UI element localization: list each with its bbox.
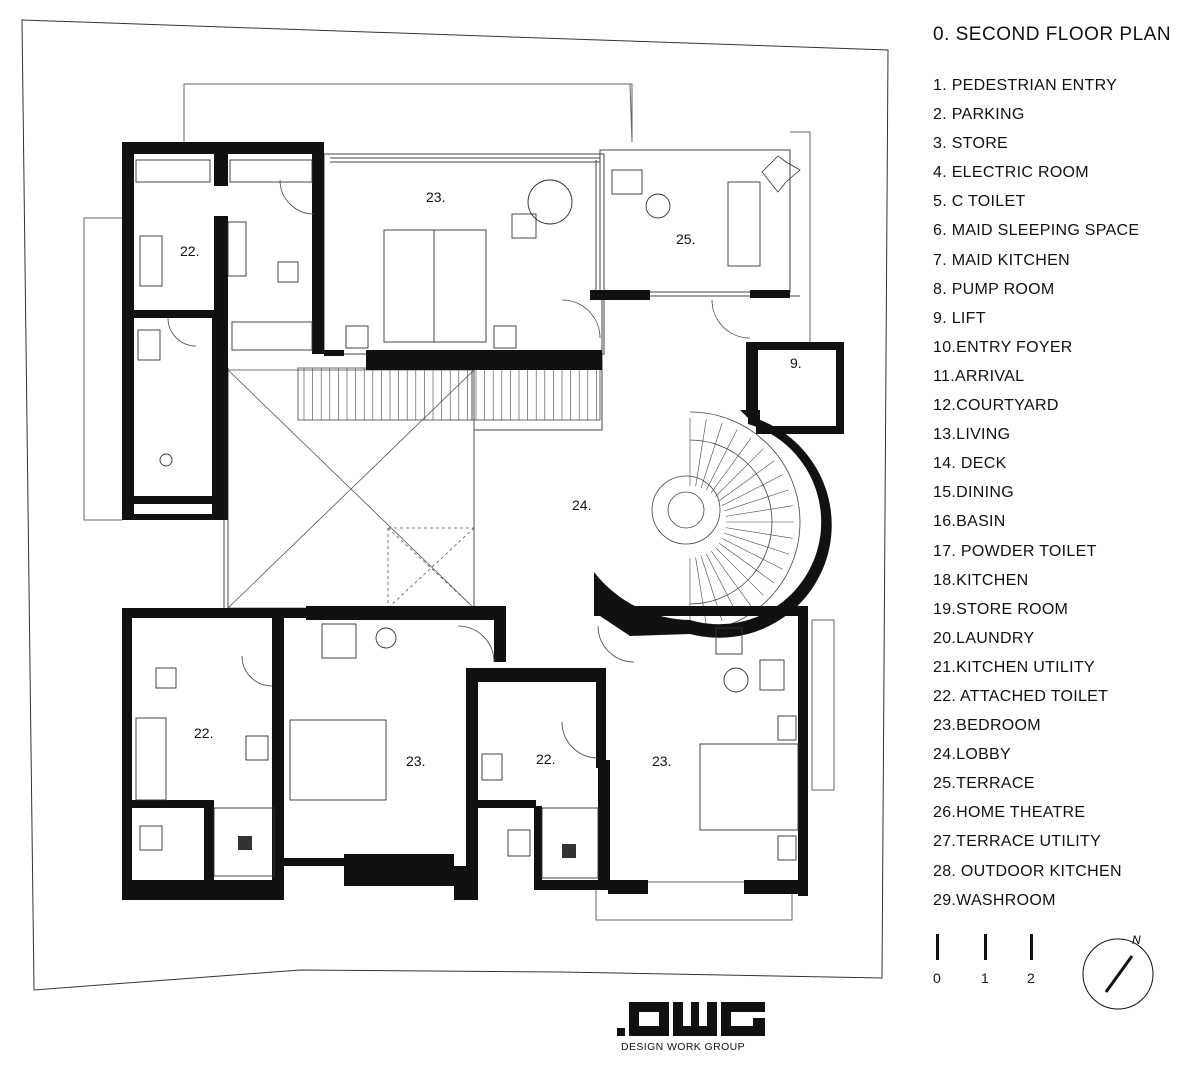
legend-item: 11.ARRIVAL — [933, 367, 1025, 385]
legend-item: 18.KITCHEN — [933, 571, 1029, 589]
legend-item: 15.DINING — [933, 484, 1014, 502]
room-label-toilet-sw: 22. — [194, 725, 213, 741]
room-label-lift: 9. — [790, 355, 802, 371]
stair-treads — [303, 368, 597, 420]
scale-label: 1 — [981, 970, 989, 986]
room-label-toilet-nw: 22. — [180, 243, 199, 259]
room-label-terrace: 25. — [676, 231, 695, 247]
spiral-stair — [651, 411, 801, 633]
legend-item: 4. ELECTRIC ROOM — [933, 164, 1089, 182]
legend-item: 3. STORE — [933, 135, 1009, 153]
legend-item: 26.HOME THEATRE — [933, 804, 1086, 822]
projection-lines — [83, 83, 835, 921]
legend-list: 1. PEDESTRIAN ENTRY 2. PARKING 3. STORE 4. … — [933, 76, 1193, 920]
scale-tick — [1030, 934, 1033, 960]
spiral-stair-wall — [594, 416, 832, 638]
legend-item: 8. PUMP ROOM — [933, 280, 1055, 298]
drains — [238, 836, 576, 858]
legend-item: 2. PARKING — [933, 106, 1025, 124]
legend-item: 6. MAID SLEEPING SPACE — [933, 222, 1140, 240]
site-boundary — [21, 19, 889, 991]
legend-item: 1. PEDESTRIAN ENTRY — [933, 77, 1118, 94]
legend-item: 19.STORE ROOM — [933, 600, 1069, 618]
legend-item: 14. DECK — [933, 455, 1007, 473]
plan-title: 0. SECOND FLOOR PLAN — [933, 24, 1172, 45]
room-label-bedroom-se: 23. — [652, 753, 671, 769]
legend-item: 16.BASIN — [933, 513, 1006, 531]
furniture — [135, 159, 799, 879]
rug-icon — [761, 155, 801, 193]
scale-label: 2 — [1027, 970, 1035, 986]
room-label-lobby: 24. — [572, 497, 591, 513]
legend-item: 12.COURTYARD — [933, 397, 1059, 415]
north-label: N — [1132, 933, 1141, 947]
legend-item: 27.TERRACE UTILITY — [933, 833, 1102, 851]
legend-item: 24.LOBBY — [933, 746, 1012, 764]
scale-label: 0 — [933, 970, 941, 986]
legend-item: 29.WASHROOM — [933, 891, 1056, 909]
logo-subtitle: DESIGN WORK GROUP — [620, 1041, 746, 1053]
legend-item: 13.LIVING — [933, 426, 1011, 444]
legend-item: 20.LAUNDRY — [933, 629, 1035, 647]
room-label-bedroom-sw: 23. — [406, 753, 425, 769]
legend-item: 22. ATTACHED TOILET — [933, 687, 1109, 705]
legend: 0. SECOND FLOOR PLAN 1. PEDESTRIAN ENTRY… — [933, 24, 1193, 920]
room-label-bedroom-n: 23. — [426, 189, 445, 205]
legend-item: 17. POWDER TOILET — [933, 542, 1097, 560]
thick-walls — [122, 142, 844, 900]
legend-item: 23.BEDROOM — [933, 717, 1041, 735]
legend-item: 21.KITCHEN UTILITY — [933, 658, 1095, 676]
logo: DESIGN WORK GROUP — [597, 998, 777, 1058]
courtyard-void — [227, 369, 475, 609]
north-arrow-icon: N — [1082, 933, 1154, 1010]
legend-item: 28. OUTDOOR KITCHEN — [933, 862, 1122, 880]
spiral-treads — [689, 418, 794, 626]
legend-item: 7. MAID KITCHEN — [933, 251, 1070, 269]
legend-item: 25.TERRACE — [933, 775, 1035, 793]
legend-item: 5. C TOILET — [933, 193, 1026, 211]
legend-item: 10.ENTRY FOYER — [933, 338, 1073, 356]
dwg-logo-mark — [617, 1002, 765, 1036]
room-label-toilet-s: 22. — [536, 751, 555, 767]
scale-bar: 0 1 2 — [930, 934, 1050, 994]
scale-tick — [984, 934, 987, 960]
doors — [167, 179, 751, 759]
floor-plan: 22. 23. 25. 9. 24. 22. 23. 22. 23. — [21, 19, 889, 991]
scale-tick — [936, 934, 939, 960]
legend-item: 9. LIFT — [933, 309, 986, 327]
